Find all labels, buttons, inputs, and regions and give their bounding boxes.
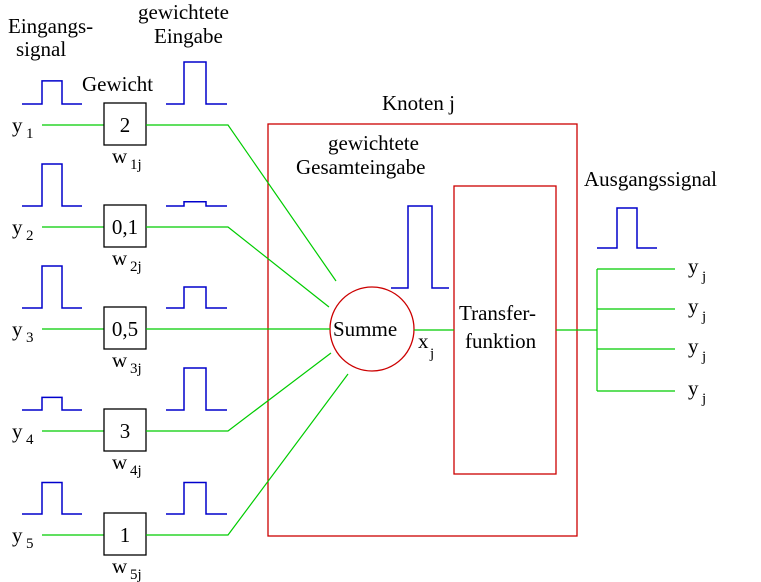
input-label: y [12,523,23,547]
output-label-subscript: j [701,269,706,285]
input-label-subscript: 3 [26,330,34,346]
input-signal-header-line2: signal [16,37,66,61]
input-label-subscript: 5 [26,536,34,552]
weight-label-subscript: 3j [130,361,142,377]
input-label: y [12,419,23,443]
total-input-header-line2: Gesamteingabe [296,155,425,179]
output-label-subscript: j [701,349,706,365]
total-input-pulse [391,205,449,289]
transfer-label-line2: funktion [465,329,537,353]
weight-box [103,102,147,146]
input-pulse [22,265,82,309]
weight-label: w [112,246,128,270]
output-signal-header: Ausgangssignal [584,167,717,191]
weight-value: 2 [120,113,131,137]
weighted-wire [146,124,337,282]
transfer-label-line1: Transfer- [459,301,536,325]
input-pulse [22,80,82,105]
input-label-subscript: 2 [26,228,34,244]
weight-value: 1 [120,523,131,547]
output-label: y [688,294,699,318]
weighted-wire [146,352,332,432]
weight-label: w [112,554,128,578]
input-pulse [22,163,82,207]
weight-label: w [112,348,128,372]
weight-label-subscript: 5j [130,567,142,582]
total-input-header-line1: gewichtete [328,131,419,155]
input-pulse [22,481,82,515]
weight-label-subscript: 1j [130,157,142,173]
weighted-pulse [166,367,227,411]
weight-box [103,408,147,452]
output-label-subscript: j [701,391,706,407]
weighted-pulse [166,201,227,207]
output-label-subscript: j [701,309,706,325]
weight-label: w [112,144,128,168]
input-label: y [12,317,23,341]
weight-label-subscript: 2j [130,259,142,275]
weight-value: 3 [120,419,131,443]
output-label: y [688,334,699,358]
input-label: y [12,215,23,239]
weighted-wire [146,373,349,536]
sum-label: Summe [333,317,397,341]
input-label: y [12,113,23,137]
sum-output-subscript: j [429,346,434,362]
input-pulse [22,396,82,411]
weighted-pulse [166,481,227,515]
weight-value: 0,1 [112,215,138,239]
input-signal-header-line1: Eingangs- [8,14,93,38]
weighted-pulse [166,61,227,105]
input-label-subscript: 4 [26,432,34,448]
output-pulse [597,207,657,249]
output-label: y [688,376,699,400]
weight-box [103,512,147,556]
weighted-input-header-line2: Eingabe [154,24,223,48]
sum-output-label: x [418,329,429,353]
weighted-pulse [166,286,227,309]
weight-box [103,306,147,350]
weight-label: w [112,450,128,474]
weighted-wire [146,226,330,308]
input-label-subscript: 1 [26,126,34,142]
weighted-input-header-line1: gewichtete [138,0,229,24]
weight-box [103,204,147,248]
node-header: Knoten j [382,91,455,115]
output-label: y [688,254,699,278]
weight-label-subscript: 4j [130,463,142,479]
weight-header: Gewicht [82,72,153,96]
weight-value: 0,5 [112,317,138,341]
